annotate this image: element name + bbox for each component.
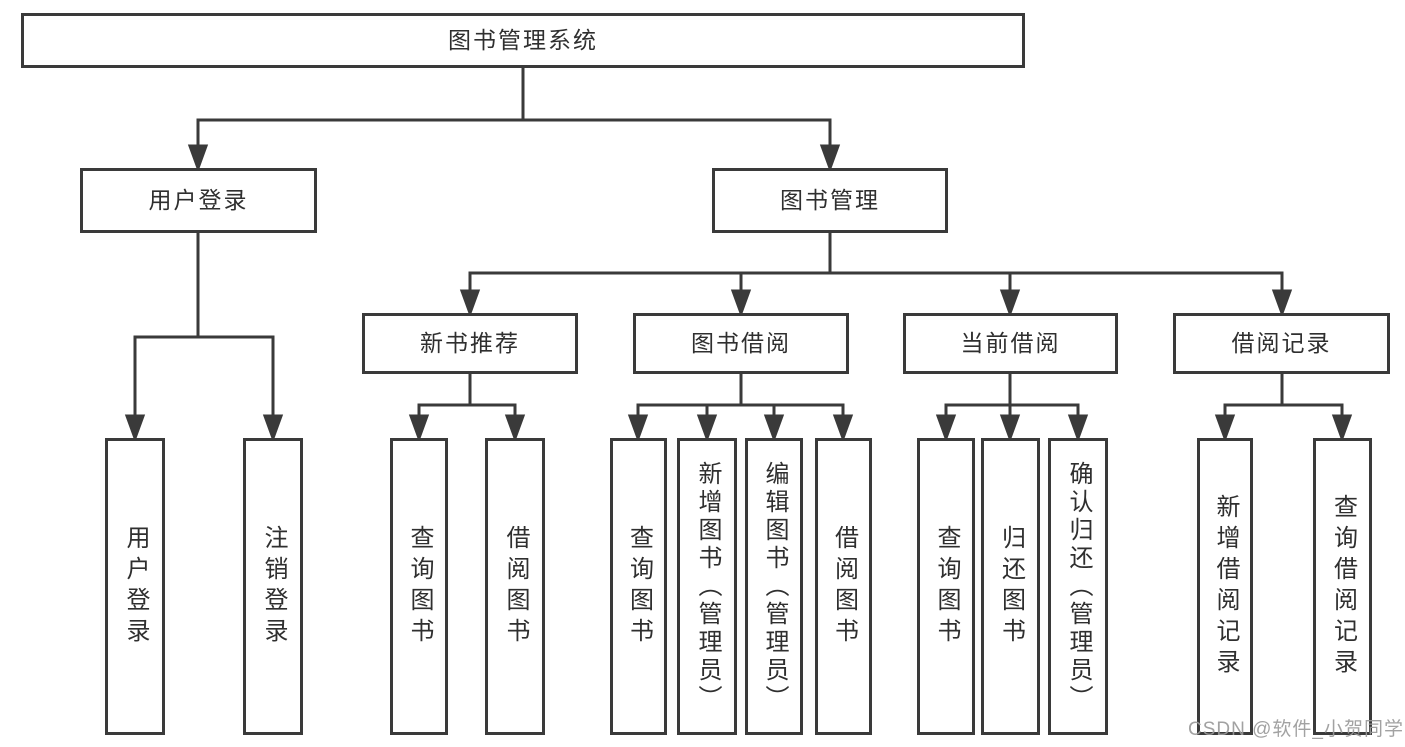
connector-current-to-leaves (935, 374, 1089, 443)
leaf-label: 新增借阅记录 (1212, 493, 1239, 680)
leaf-label: 编辑图书（管理员） (761, 460, 788, 713)
leaf-records-add: 新增借阅记录 (1197, 438, 1253, 735)
connector-bookmgmt-to-level3 (459, 233, 1293, 318)
csdn-watermark: CSDN @软件_小贺同学 (1188, 719, 1404, 740)
leaf-borrowing-query: 查询图书 (610, 438, 667, 735)
node-new-books-module: 新书推荐 (362, 313, 578, 374)
node-label: 借阅记录 (1231, 330, 1332, 356)
node-borrow-records-module: 借阅记录 (1173, 313, 1390, 374)
connector-records-to-leaves (1214, 374, 1353, 443)
leaf-label: 查询图书 (406, 524, 433, 649)
leaf-newbooks-query: 查询图书 (390, 438, 448, 735)
leaf-label: 新增图书（管理员） (694, 460, 721, 713)
leaf-label: 用户登录 (122, 524, 149, 649)
leaf-label: 确认归还（管理员） (1065, 460, 1092, 713)
node-label: 用户登录 (148, 187, 249, 213)
leaf-current-confirm-return-admin: 确认归还（管理员） (1048, 438, 1108, 735)
node-current-borrow-module: 当前借阅 (903, 313, 1118, 374)
leaf-label: 查询借阅记录 (1329, 493, 1357, 680)
node-label: 图书借阅 (691, 330, 791, 356)
leaf-newbooks-borrow: 借阅图书 (485, 438, 545, 735)
leaf-borrowing-borrow: 借阅图书 (815, 438, 872, 735)
connector-userlogin-to-leaves (124, 233, 284, 443)
node-user-login-branch: 用户登录 (80, 168, 317, 233)
node-label: 图书管理系统 (448, 27, 598, 53)
leaf-current-return: 归还图书 (981, 438, 1040, 735)
node-label: 新书推荐 (420, 330, 520, 356)
node-borrowing-module: 图书借阅 (633, 313, 849, 374)
leaf-label: 借阅图书 (502, 524, 529, 649)
leaf-current-query: 查询图书 (917, 438, 975, 735)
node-label: 当前借阅 (960, 330, 1061, 356)
leaf-label: 归还图书 (997, 524, 1025, 649)
leaf-label: 查询图书 (625, 524, 653, 649)
leaf-borrowing-add-admin: 新增图书（管理员） (677, 438, 737, 735)
leaf-records-query: 查询借阅记录 (1313, 438, 1372, 735)
leaf-borrowing-edit-admin: 编辑图书（管理员） (745, 438, 803, 735)
leaf-label: 借阅图书 (830, 524, 858, 649)
leaf-label: 查询图书 (933, 524, 960, 649)
leaf-label: 注销登录 (260, 524, 287, 649)
connector-borrowing-to-leaves (627, 374, 854, 443)
leaf-logout: 注销登录 (243, 438, 303, 735)
connector-newbooks-to-leaves (408, 374, 526, 443)
node-book-management-branch: 图书管理 (712, 168, 948, 233)
leaf-user-login: 用户登录 (105, 438, 165, 735)
connector-root-to-level2 (187, 68, 841, 173)
node-root-system: 图书管理系统 (21, 13, 1025, 68)
node-label: 图书管理 (780, 187, 880, 213)
